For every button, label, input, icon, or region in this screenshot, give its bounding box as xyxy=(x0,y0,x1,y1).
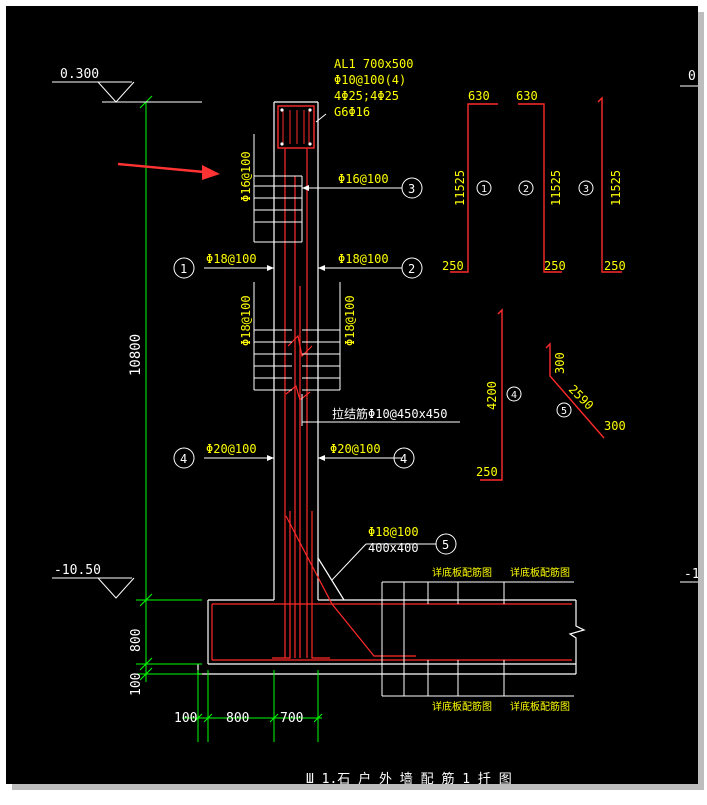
dim-cushion: 100 xyxy=(129,673,144,696)
schedule-marker-1: 1 xyxy=(481,184,487,195)
marker-5: 5 xyxy=(442,538,449,552)
drawing-caption: Ш 1.石 户 外 墙 配 筋 1 扦 图 xyxy=(306,771,512,784)
beam-side-bars: G6Φ16 xyxy=(334,105,370,119)
vertical-mid-right-label: Φ18@100 xyxy=(343,295,357,346)
bar5-label: Φ18@100 xyxy=(368,525,419,539)
slab-note-top-right: 详底板配筋图 xyxy=(510,566,570,579)
horizontal-bars xyxy=(253,134,574,697)
dim-width-100: 100 xyxy=(174,711,197,726)
marker-circles xyxy=(173,177,594,555)
level-symbols xyxy=(52,81,698,599)
dim-width-800: 800 xyxy=(226,711,249,726)
frame-shadow-bottom xyxy=(12,784,704,790)
schedule-marker-5: 5 xyxy=(561,406,567,417)
marker-1: 1 xyxy=(180,262,187,276)
level-top: 0.300 xyxy=(60,67,99,82)
bar4-left-label: Φ20@100 xyxy=(206,442,257,456)
s2-bottom: 250 xyxy=(544,259,566,273)
beam-stirrup: Φ10@100(4) xyxy=(334,73,406,87)
schedule-marker-4: 4 xyxy=(511,390,517,401)
dimension-lines xyxy=(136,95,323,742)
bar-schedule xyxy=(450,96,622,481)
s2-len: 11525 xyxy=(549,170,563,206)
slab-note-bottom-left: 详底板配筋图 xyxy=(432,700,492,713)
level-bottom-right: -10 xyxy=(684,567,698,582)
s3-bottom: 250 xyxy=(604,259,626,273)
vertical-top-label: Φ16@100 xyxy=(239,151,253,202)
bar5-size: 400x400 xyxy=(368,541,419,555)
bar-shape-3 xyxy=(597,96,622,273)
beam-name: AL1 700x500 xyxy=(334,57,413,71)
bar2-label: Φ18@100 xyxy=(338,252,389,266)
s4-bottom: 250 xyxy=(476,465,498,479)
red-arrow-annotation xyxy=(117,162,220,180)
beam-main-bars: 4Φ25;4Φ25 xyxy=(334,89,399,103)
bar4-right-label: Φ20@100 xyxy=(330,442,381,456)
s4-len: 4200 xyxy=(485,381,499,410)
dim-width-700: 700 xyxy=(280,711,303,726)
s1-bottom: 250 xyxy=(442,259,464,273)
s5-a: 300 xyxy=(553,352,567,374)
dim-height-total: 10800 xyxy=(128,334,144,376)
level-top-right: 0. xyxy=(688,69,698,84)
bar-shape-2 xyxy=(518,103,562,273)
cad-drawing-canvas: 0.300 -10.50 0. -10 AL1 700x500 Φ10@100(… xyxy=(6,6,698,784)
s2-top: 630 xyxy=(516,89,538,103)
s1-len: 11525 xyxy=(453,170,467,206)
schedule-marker-3: 3 xyxy=(583,184,589,195)
s1-top: 630 xyxy=(468,89,490,103)
marker-4-right: 4 xyxy=(400,452,407,466)
bar-shape-1 xyxy=(450,103,498,273)
bar-shape-4 xyxy=(480,308,503,481)
leader-lines xyxy=(204,187,460,581)
bar-shape-5 xyxy=(545,342,605,439)
top-beam xyxy=(277,105,327,149)
level-bottom: -10.50 xyxy=(54,563,101,578)
marker-2: 2 xyxy=(408,262,415,276)
wall-section-drawing: 0.300 -10.50 0. -10 AL1 700x500 Φ10@100(… xyxy=(52,57,698,784)
slab-note-top-left: 详底板配筋图 xyxy=(432,566,492,579)
schedule-marker-2: 2 xyxy=(523,184,529,195)
slab-note-bottom-right: 详底板配筋图 xyxy=(510,700,570,713)
bar3-label: Φ16@100 xyxy=(338,172,389,186)
wall-rebars xyxy=(211,148,572,661)
marker-4-left: 4 xyxy=(180,452,187,466)
marker-3: 3 xyxy=(408,182,415,196)
labels: 0.300 -10.50 0. -10 AL1 700x500 Φ10@100(… xyxy=(54,57,698,784)
leader-arrows xyxy=(267,185,325,461)
frame-shadow-right xyxy=(698,12,704,790)
bar1-label: Φ18@100 xyxy=(206,252,257,266)
s3-len: 11525 xyxy=(609,170,623,206)
s5-c: 300 xyxy=(604,419,626,433)
tie-bar-label: 拉结筋Φ10@450x450 xyxy=(332,406,447,421)
vertical-mid-left-label: Φ18@100 xyxy=(239,295,253,346)
dim-footing: 800 xyxy=(129,629,144,652)
wall-outline xyxy=(197,101,586,675)
